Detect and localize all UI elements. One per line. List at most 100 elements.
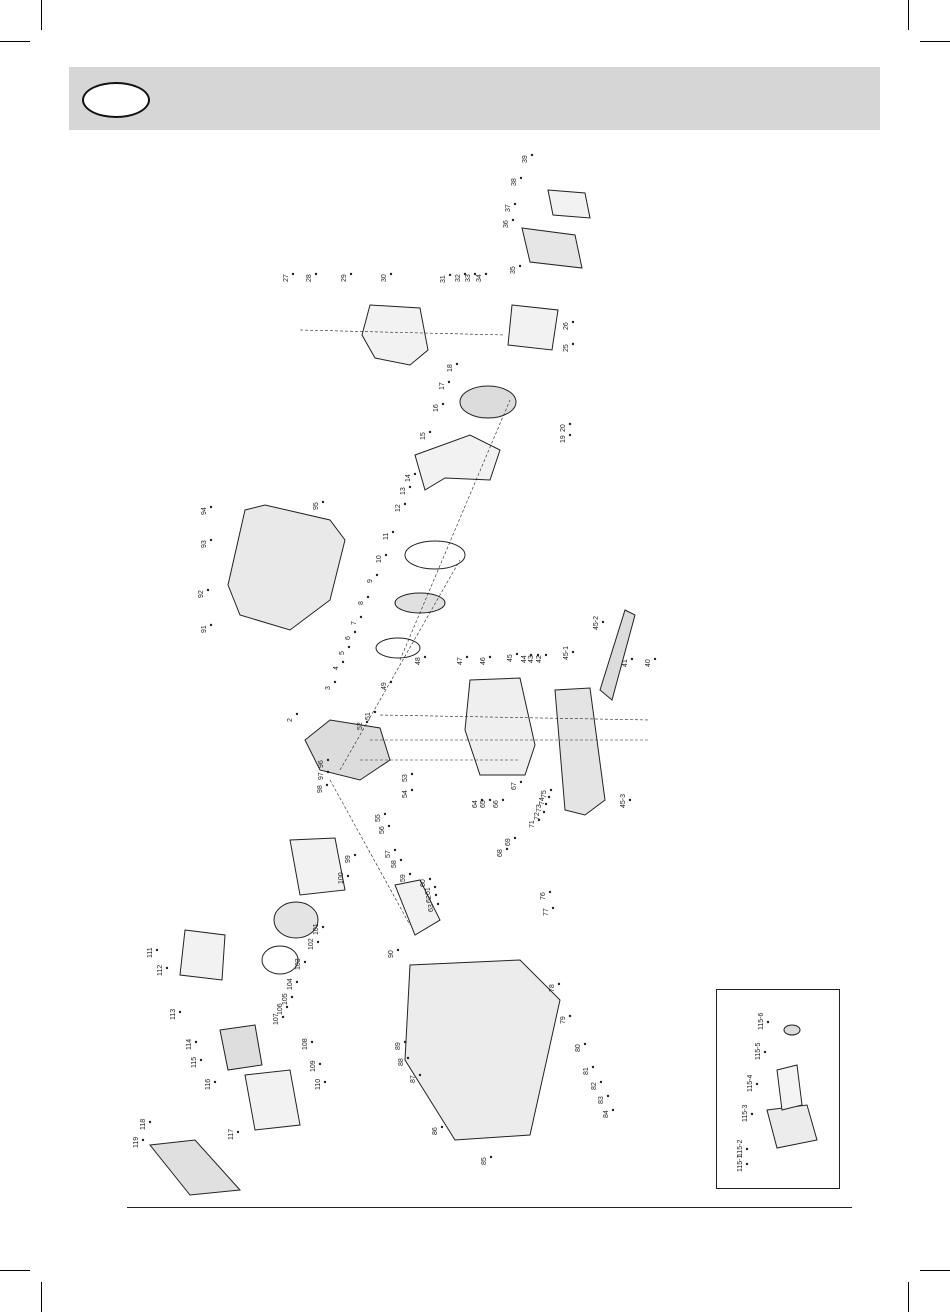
part-callout: 67 bbox=[511, 782, 518, 790]
part-callout: 40 bbox=[645, 659, 652, 667]
part-callout: 13 bbox=[400, 487, 407, 495]
part-callout: 115 bbox=[191, 1057, 198, 1068]
callout-leader-dot bbox=[542, 810, 546, 814]
inset-detail-box bbox=[716, 989, 840, 1189]
callout-leader-dot bbox=[488, 798, 492, 802]
part-callout: 41 bbox=[622, 659, 629, 667]
part-callout: 74 bbox=[539, 797, 546, 805]
callout-leader-dot bbox=[236, 1130, 240, 1134]
part-callout: 78 bbox=[549, 984, 556, 992]
callout-leader-dot bbox=[383, 812, 387, 816]
part-callout: 86 bbox=[432, 1127, 439, 1135]
inset-cap bbox=[783, 1024, 801, 1036]
crop-mark-tl-h bbox=[0, 41, 30, 42]
callout-leader-dot bbox=[513, 836, 517, 840]
callout-leader-dot bbox=[548, 890, 552, 894]
crop-mark-br-v bbox=[908, 1282, 909, 1312]
part-callout: 17 bbox=[439, 382, 446, 390]
callout-leader-dot bbox=[448, 273, 452, 277]
part-callout: 116 bbox=[205, 1079, 212, 1090]
part-callout: 117 bbox=[228, 1129, 235, 1140]
callout-leader-dot bbox=[628, 798, 632, 802]
part-callout: 115-6 bbox=[758, 1013, 765, 1030]
wheel-assembly bbox=[554, 687, 606, 816]
part-callout: 14 bbox=[405, 474, 412, 482]
callout-leader-dot bbox=[480, 798, 484, 802]
handle-bar bbox=[599, 609, 636, 701]
callout-leader-dot bbox=[436, 902, 440, 906]
part-callout: 4 bbox=[333, 666, 340, 670]
callout-leader-dot bbox=[433, 885, 437, 889]
part-callout: 94 bbox=[201, 507, 208, 515]
callout-leader-dot bbox=[489, 1155, 493, 1159]
callout-leader-dot bbox=[403, 1040, 407, 1044]
callout-leader-dot bbox=[384, 553, 388, 557]
callout-leader-dot bbox=[571, 650, 575, 654]
callout-leader-dot bbox=[366, 595, 370, 599]
callout-leader-dot bbox=[410, 788, 414, 792]
callout-leader-dot bbox=[763, 1050, 767, 1054]
part-callout: 119 bbox=[133, 1137, 140, 1148]
part-callout: 98 bbox=[317, 785, 324, 793]
part-callout: 63 bbox=[428, 904, 435, 912]
muffler-shield bbox=[289, 837, 346, 896]
muffler bbox=[219, 1024, 263, 1071]
callout-leader-dot bbox=[488, 655, 492, 659]
callout-leader-dot bbox=[653, 657, 657, 661]
callout-leader-dot bbox=[611, 1108, 615, 1112]
part-callout: 99 bbox=[345, 855, 352, 863]
callout-leader-dot bbox=[209, 623, 213, 627]
callout-leader-dot bbox=[373, 710, 377, 714]
crop-mark-bl-h bbox=[0, 1270, 30, 1271]
callout-leader-dot bbox=[295, 980, 299, 984]
control-panel-box bbox=[507, 304, 559, 351]
callout-leader-dot bbox=[391, 530, 395, 534]
part-callout: 111 bbox=[147, 947, 154, 958]
callout-leader-dot bbox=[473, 272, 477, 276]
part-callout: 37 bbox=[505, 204, 512, 212]
callout-leader-dot bbox=[399, 858, 403, 862]
callout-leader-dot bbox=[396, 948, 400, 952]
callout-leader-dot bbox=[148, 1120, 152, 1124]
callout-leader-dot bbox=[549, 788, 553, 792]
part-callout: 33 bbox=[465, 274, 472, 282]
part-callout: 61 bbox=[425, 887, 432, 895]
air-filter-housing bbox=[361, 304, 429, 366]
part-callout: 115-2 bbox=[737, 1140, 744, 1157]
crop-mark-tr-h bbox=[920, 41, 950, 42]
inset-diagram bbox=[766, 1024, 818, 1149]
callout-leader-dot bbox=[568, 422, 572, 426]
callout-leader-dot bbox=[536, 653, 540, 657]
part-callout: 29 bbox=[341, 274, 348, 282]
part-callout: 96 bbox=[318, 760, 325, 768]
part-callout: 90 bbox=[388, 950, 395, 958]
frame-base bbox=[464, 677, 536, 776]
control-panel-frame bbox=[521, 227, 583, 269]
part-callout: 82 bbox=[591, 1082, 598, 1090]
part-callout: 45 bbox=[507, 654, 514, 662]
callout-leader-dot bbox=[544, 653, 548, 657]
part-callout: 84 bbox=[603, 1110, 610, 1118]
callout-leader-dot bbox=[375, 573, 379, 577]
callout-leader-dot bbox=[346, 874, 350, 878]
part-callout: 57 bbox=[385, 850, 392, 858]
rotor bbox=[375, 637, 421, 659]
part-callout: 56 bbox=[379, 826, 386, 834]
part-callout: 113 bbox=[170, 1009, 177, 1020]
callout-leader-dot bbox=[455, 362, 459, 366]
part-callout: 2 bbox=[287, 718, 294, 722]
part-callout: 60 bbox=[420, 879, 427, 887]
part-callout: 58 bbox=[391, 860, 398, 868]
part-callout: 9 bbox=[367, 579, 374, 583]
callout-leader-dot bbox=[513, 202, 517, 206]
part-callout: 88 bbox=[398, 1058, 405, 1066]
callout-leader-dot bbox=[323, 1080, 327, 1084]
front-housing bbox=[227, 504, 346, 631]
part-callout: 93 bbox=[201, 540, 208, 548]
callout-leader-dot bbox=[606, 1094, 610, 1098]
part-callout: 3 bbox=[325, 686, 332, 690]
callout-leader-dot bbox=[290, 995, 294, 999]
part-callout: 89 bbox=[395, 1042, 402, 1050]
part-callout: 106 bbox=[277, 1003, 284, 1015]
